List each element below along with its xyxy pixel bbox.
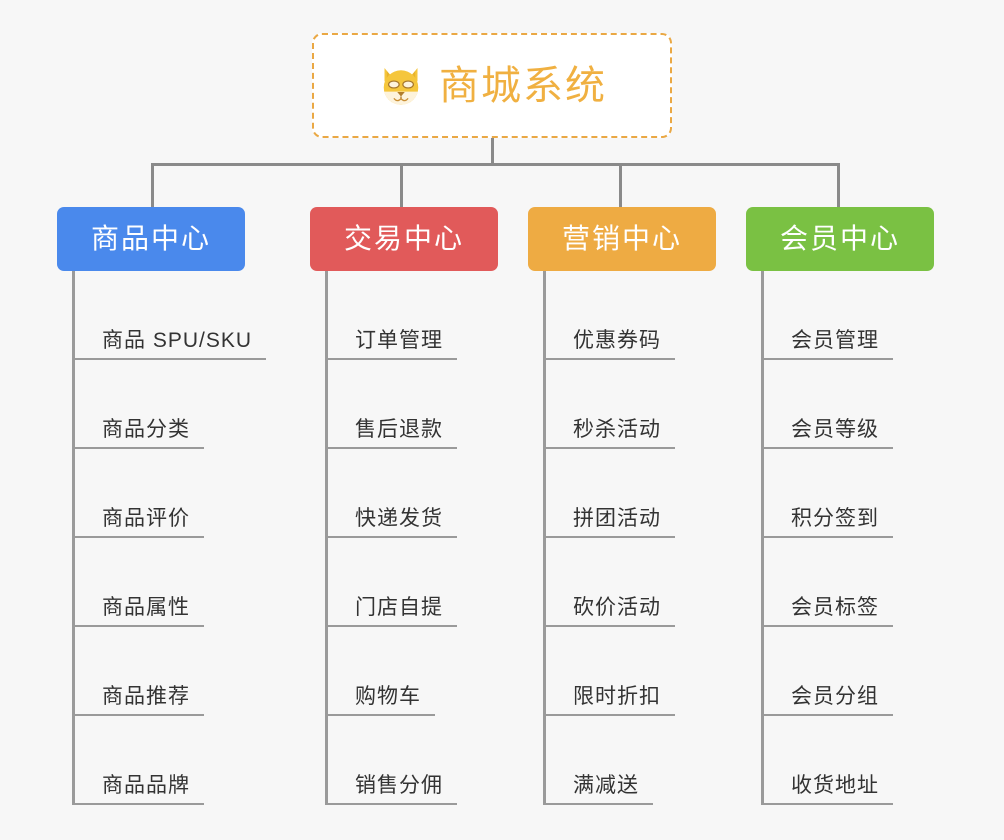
leaf-item[interactable]: 会员分组 <box>761 627 893 716</box>
leaf-underline: 会员等级 <box>761 417 893 449</box>
leaf-item[interactable]: 会员标签 <box>761 538 893 627</box>
leaf-underline: 门店自提 <box>325 595 457 627</box>
leaf-label: 满减送 <box>573 773 639 797</box>
leaf-label: 会员分组 <box>791 684 879 708</box>
leaf-label: 商品品牌 <box>102 773 190 797</box>
leaf-label: 优惠券码 <box>573 328 661 352</box>
leaf-label: 销售分佣 <box>355 773 443 797</box>
leaf-underline: 商品 SPU/SKU <box>72 328 267 360</box>
leaf-underline: 商品分类 <box>72 417 204 449</box>
leaf-underline: 优惠券码 <box>543 328 675 360</box>
leaf-underline: 商品属性 <box>72 595 204 627</box>
leaf-item[interactable]: 商品推荐 <box>72 627 204 716</box>
leaf-item[interactable]: 限时折扣 <box>543 627 675 716</box>
connector-drop-2 <box>400 163 403 209</box>
leaf-label: 会员标签 <box>791 595 879 619</box>
leaf-underline: 积分签到 <box>761 506 893 538</box>
leaf-label: 商品分类 <box>102 417 190 441</box>
leaf-label: 砍价活动 <box>573 595 661 619</box>
leaf-item[interactable]: 商品属性 <box>72 538 204 627</box>
branch-head-label: 营销中心 <box>561 223 682 254</box>
branch-head-member-center[interactable]: 会员中心 <box>746 207 934 271</box>
leaf-label: 会员管理 <box>791 328 879 352</box>
connector-drop-4 <box>837 163 840 209</box>
leaf-item[interactable]: 积分签到 <box>761 449 893 538</box>
root-node[interactable]: 商城系统 <box>312 33 672 138</box>
branch-head-label: 会员中心 <box>779 223 900 254</box>
leaf-item[interactable]: 秒杀活动 <box>543 360 675 449</box>
leaf-underline: 限时折扣 <box>543 684 675 716</box>
leaf-label: 商品属性 <box>102 595 190 619</box>
leaf-label: 商品 SPU/SKU <box>102 328 253 352</box>
connector-drop-1 <box>151 163 154 209</box>
leaf-label: 拼团活动 <box>573 506 661 530</box>
branch-head-trade-center[interactable]: 交易中心 <box>310 207 498 271</box>
branch-head-label: 交易中心 <box>343 223 464 254</box>
leaf-item[interactable]: 购物车 <box>325 627 435 716</box>
branch-head-marketing-center[interactable]: 营销中心 <box>528 207 716 271</box>
leaf-underline: 秒杀活动 <box>543 417 675 449</box>
leaf-label: 收货地址 <box>791 773 879 797</box>
leaf-underline: 会员分组 <box>761 684 893 716</box>
leaf-item[interactable]: 售后退款 <box>325 360 457 449</box>
leaf-underline: 会员标签 <box>761 595 893 627</box>
leaf-underline: 商品品牌 <box>72 773 204 805</box>
leaf-label: 购物车 <box>355 684 421 708</box>
leaf-label: 订单管理 <box>355 328 443 352</box>
leaf-item[interactable]: 会员管理 <box>761 271 893 360</box>
leaf-label: 秒杀活动 <box>573 417 661 441</box>
branch-trunk <box>325 271 328 805</box>
leaf-underline: 砍价活动 <box>543 595 675 627</box>
leaf-item[interactable]: 商品品牌 <box>72 716 204 805</box>
leaf-item[interactable]: 销售分佣 <box>325 716 457 805</box>
connector-horizontal-bus <box>151 163 839 166</box>
leaf-item[interactable]: 收货地址 <box>761 716 893 805</box>
leaf-underline: 拼团活动 <box>543 506 675 538</box>
branch-trunk <box>72 271 75 805</box>
leaf-underline: 销售分佣 <box>325 773 457 805</box>
leaf-item[interactable]: 订单管理 <box>325 271 457 360</box>
leaf-label: 商品推荐 <box>102 684 190 708</box>
leaf-underline: 满减送 <box>543 773 653 805</box>
leaf-label: 商品评价 <box>102 506 190 530</box>
leaf-item[interactable]: 优惠券码 <box>543 271 675 360</box>
leaf-label: 快递发货 <box>355 506 443 530</box>
leaf-item[interactable]: 快递发货 <box>325 449 457 538</box>
leaf-underline: 售后退款 <box>325 417 457 449</box>
leaf-label: 门店自提 <box>355 595 443 619</box>
leaf-underline: 收货地址 <box>761 773 893 805</box>
leaf-underline: 商品推荐 <box>72 684 204 716</box>
connector-root-stem <box>491 138 494 165</box>
leaf-underline: 购物车 <box>325 684 435 716</box>
leaf-underline: 快递发货 <box>325 506 457 538</box>
leaf-underline: 订单管理 <box>325 328 457 360</box>
root-title: 商城系统 <box>439 63 607 108</box>
leaf-item[interactable]: 商品评价 <box>72 449 204 538</box>
leaf-item[interactable]: 砍价活动 <box>543 538 675 627</box>
leaf-underline: 商品评价 <box>72 506 204 538</box>
leaf-label: 限时折扣 <box>573 684 661 708</box>
leaf-item[interactable]: 商品 SPU/SKU <box>72 271 267 360</box>
leaf-item[interactable]: 门店自提 <box>325 538 457 627</box>
leaf-underline: 会员管理 <box>761 328 893 360</box>
branch-head-label: 商品中心 <box>90 223 211 254</box>
leaf-label: 会员等级 <box>791 417 879 441</box>
leaf-label: 售后退款 <box>355 417 443 441</box>
leaf-item[interactable]: 满减送 <box>543 716 653 805</box>
leaf-item[interactable]: 商品分类 <box>72 360 204 449</box>
branch-head-product-center[interactable]: 商品中心 <box>57 207 245 271</box>
branch-trunk <box>761 271 764 805</box>
leaf-item[interactable]: 拼团活动 <box>543 449 675 538</box>
dog-face-icon <box>383 67 419 105</box>
leaf-label: 积分签到 <box>791 506 879 530</box>
leaf-item[interactable]: 会员等级 <box>761 360 893 449</box>
branch-trunk <box>543 271 546 805</box>
connector-drop-3 <box>619 163 622 209</box>
